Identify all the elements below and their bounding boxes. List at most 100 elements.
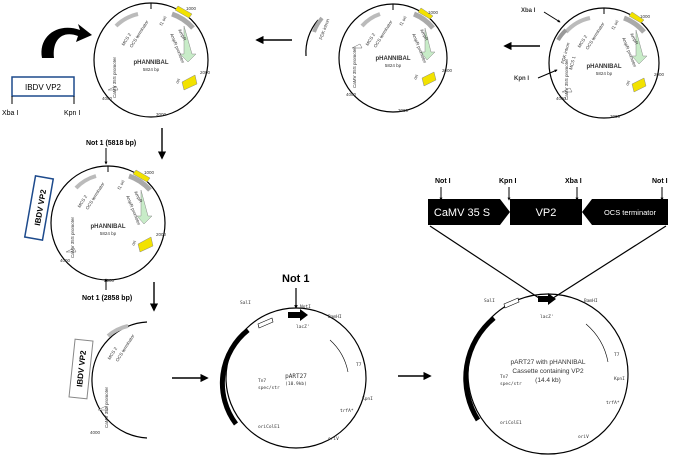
part27-t7: T7 xyxy=(356,362,362,368)
f1-ori-arc xyxy=(171,11,195,30)
plasmid-size: 5824 bp xyxy=(100,231,117,236)
ocs-label: OCS terminator xyxy=(129,19,150,49)
vp2-insert-box-2: IBDV VP2 xyxy=(68,338,94,400)
ori-label: ori xyxy=(174,78,181,85)
ori-label: ori xyxy=(624,80,631,87)
part27-lacz: lacZ' xyxy=(296,324,310,330)
not1-2858-label: Not 1 (2858 bp) xyxy=(82,295,132,302)
camv-label: CaMV 35S promoter xyxy=(104,386,109,428)
tick-3000: 3000 xyxy=(104,278,115,283)
ampr-promoter-arrow xyxy=(417,7,434,20)
result-line1: pART27 with pHANNIBAL xyxy=(510,359,585,366)
ori-arrow xyxy=(631,77,647,93)
ori-label: ori xyxy=(130,240,137,247)
mcs2-label: MCS 2 xyxy=(107,346,119,361)
nptii-arrow xyxy=(503,297,520,309)
result-trfa: trfA* xyxy=(606,400,620,406)
result-spec: spec/str xyxy=(500,381,522,387)
f1-ori-label: f1 ori xyxy=(398,15,407,26)
tick-3000: 3000 xyxy=(156,112,167,117)
ampr-promoter-arrow xyxy=(174,5,193,19)
camv-arrow xyxy=(561,87,573,93)
f1-ori-arc xyxy=(128,173,152,192)
plasmid-name: pHANNIBAL xyxy=(91,224,126,230)
part27-kpni: KpnI xyxy=(362,396,373,402)
tick-2000: 2000 xyxy=(654,72,665,77)
pdk-arc xyxy=(312,16,324,33)
vp2-block-label: VP2 xyxy=(536,207,557,219)
f1-ori-arc xyxy=(623,15,646,34)
result-line3: (14.4 kb) xyxy=(535,377,561,384)
camv-label: CaMV 35S promoter xyxy=(352,46,357,88)
ampr-label: AmpR xyxy=(419,28,430,42)
tick-4000: 4000 xyxy=(90,430,101,435)
cassette-map: Not I Kpn I Xba I Not I CaMV 35 S VP2 OC… xyxy=(428,178,668,301)
xbai-pointer xyxy=(543,11,561,23)
cassette-noti-right: Not I xyxy=(652,178,668,185)
ampr-label: AmpR xyxy=(133,190,144,204)
ocs-label: OCS terminator xyxy=(85,181,106,211)
part27-plasmid: pART27 (10.9kb) SalI NotI BamHI lacZ' T7… xyxy=(219,300,373,449)
spec-str-arc xyxy=(463,316,496,422)
mcs2-label: MCS 2 xyxy=(77,194,89,209)
plasmid-top-center: pHANNIBAL 5824 bp f1 ori AmpR AmpR promo… xyxy=(338,3,453,113)
inner-feature-arc xyxy=(329,339,349,373)
part27-tn7: Tn7 xyxy=(258,378,266,384)
ocs-arc xyxy=(564,16,591,34)
ocs-label: OCS terminator xyxy=(115,333,136,363)
ocs-block xyxy=(582,199,668,225)
tick-4000: 4000 xyxy=(556,96,567,101)
mcs2-label: MCS 2 xyxy=(577,34,589,49)
ampr-arrow xyxy=(136,189,153,225)
ocs-arc xyxy=(360,12,381,28)
fragment-arc xyxy=(91,321,148,439)
mcs2-label: MCS 2 xyxy=(121,32,133,47)
part27-noti: NotI xyxy=(300,304,311,310)
ampr-arrow xyxy=(631,29,648,65)
part27-oriv: oriV xyxy=(328,436,339,442)
result-kpni: KpnI xyxy=(614,376,625,382)
f1-ori-arc xyxy=(412,11,435,30)
camv-arrow xyxy=(97,405,109,411)
kpni-label-top-right: Kpn I xyxy=(514,76,529,82)
camv-block-label: CaMV 35 S xyxy=(434,207,490,219)
not1-part27-label: Not 1 xyxy=(282,273,310,285)
plasmid-top-right: pHANNIBAL 5824 bp f1 ori AmpR AmpR promo… xyxy=(548,7,665,119)
vp2-block xyxy=(510,199,582,225)
ori-label: ori xyxy=(412,74,419,81)
ampr-promoter-arrow xyxy=(132,169,151,183)
plasmid-name: pHANNIBAL xyxy=(587,64,622,70)
plasmid-name: pHANNIBAL xyxy=(134,60,169,66)
tick-2000: 2000 xyxy=(442,68,453,73)
tick-3000: 3000 xyxy=(610,114,621,119)
tick-4000: 4000 xyxy=(60,258,71,263)
insert-box xyxy=(11,76,75,97)
tick-1000: 1000 xyxy=(428,10,439,15)
mcs2-label: MCS 2 xyxy=(365,32,377,47)
tick-1000: 1000 xyxy=(640,14,651,19)
pdk-label: PDK intron xyxy=(560,41,571,64)
tick-2000: 2000 xyxy=(156,232,167,237)
tick-4000: 4000 xyxy=(346,92,357,97)
nptii-arrow xyxy=(257,317,274,329)
camv-label: CaMV 35S promoter xyxy=(564,58,569,100)
part27-bamhi: BamHI xyxy=(328,314,342,320)
part27-trfa: trfA* xyxy=(340,408,354,414)
pdk-arc xyxy=(556,28,568,42)
insert-arrow xyxy=(538,293,556,305)
ori-arrow xyxy=(137,236,154,253)
insert-name: IBDV VP2 xyxy=(75,350,88,388)
plasmid-size: 5824 bp xyxy=(596,71,613,76)
insert-xbai: Xba I xyxy=(2,110,18,117)
camv-arrow xyxy=(107,85,119,91)
ampr-label: AmpR xyxy=(629,32,640,46)
spec-str-arc xyxy=(219,328,250,426)
result-t7: T7 xyxy=(614,352,620,358)
vp2-insert-box-1: IBDV VP2 xyxy=(23,175,55,241)
camv-label: CaMV 35S promoter xyxy=(70,216,75,258)
ampr-promoter-arrow xyxy=(628,11,645,24)
result-plasmid: pART27 with pHANNIBAL Cassette containin… xyxy=(463,293,629,455)
tick-3000: 3000 xyxy=(398,108,409,113)
cassette-kpni: Kpn I xyxy=(499,178,517,185)
